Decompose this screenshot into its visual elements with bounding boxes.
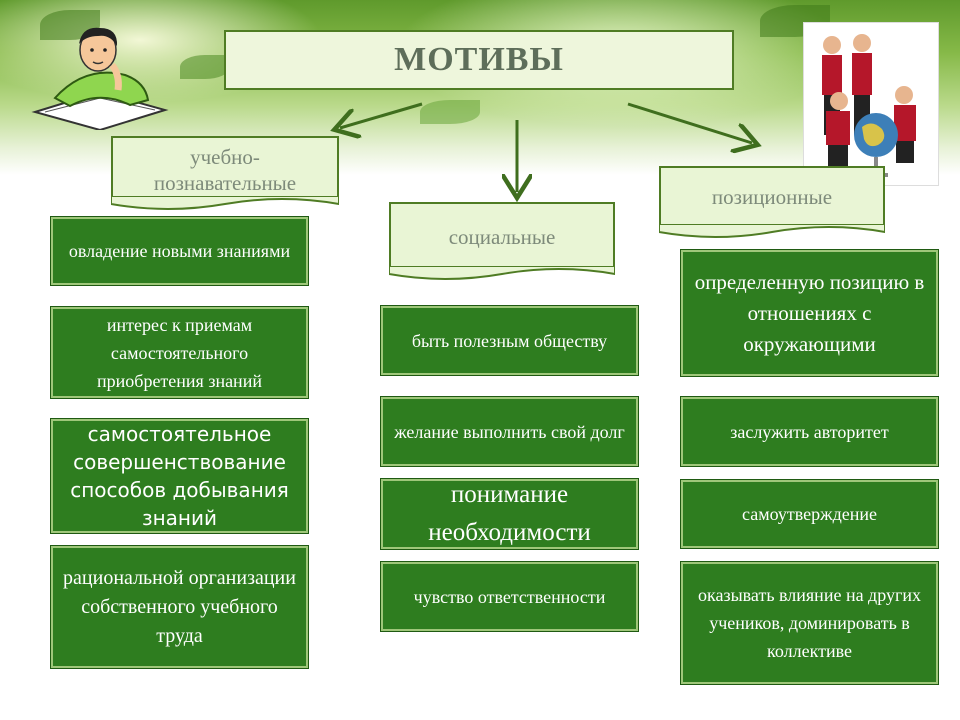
motive-box: быть полезным обществу xyxy=(380,305,639,376)
motive-text: заслужить авторитет xyxy=(730,421,889,442)
motive-box: рациональной организации собственного уч… xyxy=(50,545,309,669)
motive-text: самостоятельное совершенствование способ… xyxy=(70,422,289,530)
motive-box: овладение новыми знаниями xyxy=(50,216,309,286)
arrow-to-cognitive xyxy=(340,102,423,128)
motive-text: желание выполнить свой долг xyxy=(394,421,625,442)
motive-box: желание выполнить свой долг xyxy=(380,396,639,467)
category-cognitive-line2: познавательные xyxy=(153,171,297,195)
motive-box: чувство ответственности xyxy=(380,561,639,632)
main-title-box: МОТИВЫ xyxy=(224,30,734,90)
motive-text: оказывать влияние на других учеников, до… xyxy=(698,585,921,661)
category-cognitive: учебно- познавательные xyxy=(111,136,339,210)
leaf-decoration xyxy=(420,100,480,124)
motive-box: заслужить авторитет xyxy=(680,396,939,467)
motive-box: понимание необходимости xyxy=(380,478,639,550)
motive-box: интерес к приемам самостоятельного приоб… xyxy=(50,306,309,399)
category-social-label: социальные xyxy=(448,225,556,249)
students-with-globe-photo xyxy=(803,22,939,186)
motive-text: самоутверждение xyxy=(742,504,877,524)
motive-box: самоутверждение xyxy=(680,479,939,549)
leaf-decoration xyxy=(180,55,230,79)
motive-text: овладение новыми знаниями xyxy=(68,241,291,261)
category-positional-label: позиционные xyxy=(711,185,833,209)
category-positional: позиционные xyxy=(659,166,885,238)
student-reading-illustration xyxy=(31,27,169,130)
motive-box: определенную позицию в отношениях с окру… xyxy=(680,249,939,377)
arrow-to-positional xyxy=(627,102,752,143)
motive-text: определенную позицию в отношениях с окру… xyxy=(694,269,925,356)
main-title: МОТИВЫ xyxy=(394,41,564,78)
motive-text: чувство ответственности xyxy=(413,586,606,607)
motive-box: оказывать влияние на других учеников, до… xyxy=(680,561,939,685)
category-cognitive-line1: учебно- xyxy=(190,145,260,169)
motive-text: быть полезным обществу xyxy=(411,330,608,351)
category-social: социальные xyxy=(389,202,615,280)
motive-text: понимание необходимости xyxy=(428,481,591,546)
motive-text: интерес к приемам самостоятельного приоб… xyxy=(97,314,262,391)
motive-box: самостоятельное совершенствование способ… xyxy=(50,418,309,534)
motive-text: рациональной организации собственного уч… xyxy=(63,566,296,647)
